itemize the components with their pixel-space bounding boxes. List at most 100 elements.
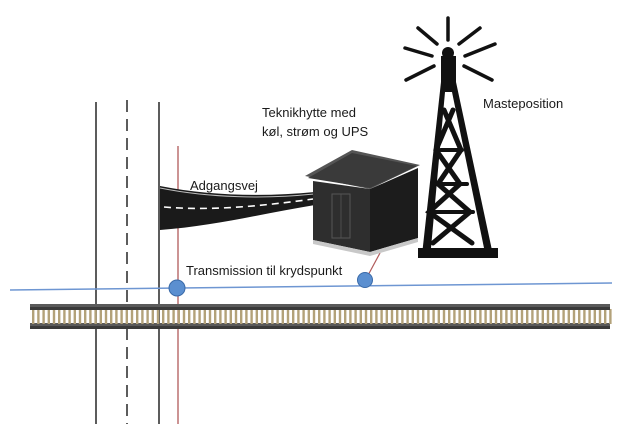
access-road-icon (159, 186, 315, 230)
railway-sleeper (390, 309, 394, 324)
railway-sleeper (458, 309, 461, 324)
railway-sleeper (380, 309, 383, 324)
hut-label-line2: køl, strøm og UPS (262, 124, 369, 139)
railway-sleeper (474, 309, 477, 324)
railway-sleeper (364, 309, 368, 324)
railway-sleeper (245, 309, 248, 324)
railway-sleeper (47, 309, 50, 324)
railway-sleeper (531, 309, 534, 324)
railway-sleeper (328, 309, 331, 324)
railway-sleeper (520, 309, 524, 324)
railway-sleeper (494, 309, 498, 324)
railway-sleeper (151, 309, 154, 324)
railway-sleeper (260, 309, 264, 324)
railway-sleeper (120, 309, 123, 324)
mast-label: Masteposition (483, 96, 563, 111)
railway-sleeper (182, 309, 186, 324)
railway-sleeper (224, 309, 227, 324)
radio-mast-icon (403, 16, 498, 258)
railway-sleeper (162, 309, 165, 324)
railway-sleeper (286, 309, 290, 324)
railway-sleeper (229, 309, 232, 324)
railway-sleeper (255, 309, 258, 324)
railway-sleeper (375, 309, 378, 324)
railway-sleeper (42, 309, 45, 324)
railway-sleeper (203, 309, 206, 324)
railway-sleeper (552, 309, 555, 324)
railway-sleeper (432, 309, 435, 324)
railway-sleeper (146, 309, 149, 324)
railway-sleeper (411, 309, 414, 324)
railway-sleeper (333, 309, 336, 324)
rail-top (30, 307, 610, 310)
railway-sleeper (188, 309, 191, 324)
hut-label-line1: Teknikhytte med (262, 105, 356, 120)
railway-sleeper (208, 309, 212, 324)
railway-sleeper (604, 309, 607, 324)
railway-sleeper (141, 309, 144, 324)
railway-sleeper (84, 309, 87, 324)
railway-sleeper (78, 309, 82, 324)
railway-sleeper (177, 309, 180, 324)
railway-sleeper (94, 309, 97, 324)
railway-sleeper (536, 309, 539, 324)
railway-sleeper (156, 309, 160, 324)
railway-sleeper (468, 309, 472, 324)
railway-sleeper (370, 309, 373, 324)
railway-sleeper (318, 309, 321, 324)
railway-sleeper (292, 309, 295, 324)
railway-sleeper (557, 309, 560, 324)
railway-sleeper (193, 309, 196, 324)
railway-sleeper (567, 309, 570, 324)
railway-sleeper (198, 309, 201, 324)
railway-sleeper (58, 309, 61, 324)
railway-sleeper (167, 309, 170, 324)
railway-sleeper (323, 309, 326, 324)
transmission-line (9, 282, 613, 291)
railway-sleeper (500, 309, 503, 324)
railway-sleeper (338, 309, 342, 324)
equipment-hut-icon (305, 150, 420, 256)
railway-sleeper (453, 309, 456, 324)
railway-sleeper (271, 309, 274, 324)
railway-sleeper (276, 309, 279, 324)
railway-sleeper (598, 309, 602, 324)
rail-bottom (30, 326, 610, 329)
railway-sleeper (572, 309, 576, 324)
railway-sleeper (32, 309, 35, 324)
railway-sleeper (427, 309, 430, 324)
railway-sleeper (583, 309, 586, 324)
railway-sleeper (219, 309, 222, 324)
railway-sleeper (240, 309, 243, 324)
railway-sleeper (266, 309, 269, 324)
railway-sleeper (349, 309, 352, 324)
crossing-node-right (357, 272, 373, 288)
railway-sleeper (463, 309, 466, 324)
railway-sleeper (344, 309, 347, 324)
railway-sleeper (401, 309, 404, 324)
railway-sleeper (609, 309, 612, 324)
railway-sleeper (110, 309, 113, 324)
railway-sleeper (307, 309, 310, 324)
railway-sleeper (250, 309, 253, 324)
railway-sleeper (37, 309, 40, 324)
railway-sleeper (234, 309, 238, 324)
railway-sleeper (312, 309, 316, 324)
railway-sleeper (510, 309, 513, 324)
railway-sleeper (136, 309, 139, 324)
railway-sleeper (130, 309, 134, 324)
vertical-lines (95, 100, 179, 424)
railway-sleeper (546, 309, 550, 324)
railway-sleeper (526, 309, 529, 324)
railway-sleeper (297, 309, 300, 324)
railway-sleeper (99, 309, 102, 324)
railway-sleeper (281, 309, 284, 324)
railway-sleeper (104, 309, 108, 324)
transmission-label: Transmission til krydspunkt (186, 263, 343, 278)
railway-sleeper (115, 309, 118, 324)
railway-sleeper (442, 309, 446, 324)
railway-sleeper (354, 309, 357, 324)
railway-sleeper (541, 309, 544, 324)
railway-sleeper (302, 309, 305, 324)
railway-sleeper (448, 309, 451, 324)
